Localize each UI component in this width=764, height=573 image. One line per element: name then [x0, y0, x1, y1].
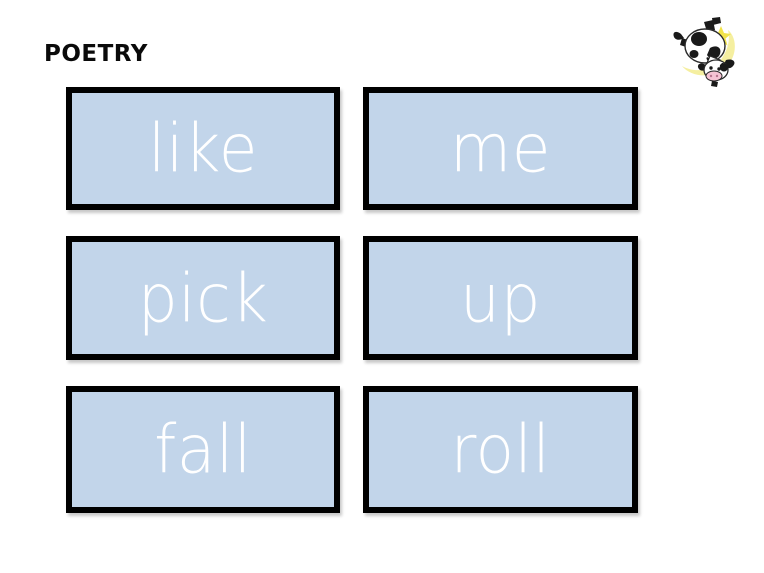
word-card-pick[interactable]: pick — [66, 236, 340, 360]
word-card-roll[interactable]: roll — [363, 386, 638, 513]
cow-icon — [673, 17, 735, 87]
word-label: up — [460, 259, 541, 337]
word-card-up[interactable]: up — [363, 236, 638, 360]
word-label: like — [147, 109, 258, 188]
word-label: roll — [450, 410, 551, 489]
word-card-me[interactable]: me — [363, 87, 638, 210]
word-card-grid: like me pick up fall roll — [66, 87, 638, 513]
word-label: fall — [154, 410, 252, 489]
page-title: POETRY — [44, 41, 148, 67]
word-label: me — [449, 109, 552, 188]
page-title-text: POETRY — [44, 41, 148, 67]
cow-jumping-over-moon-icon — [668, 14, 748, 90]
word-card-fall[interactable]: fall — [66, 386, 340, 513]
word-card-like[interactable]: like — [66, 87, 340, 210]
word-label: pick — [137, 259, 269, 337]
